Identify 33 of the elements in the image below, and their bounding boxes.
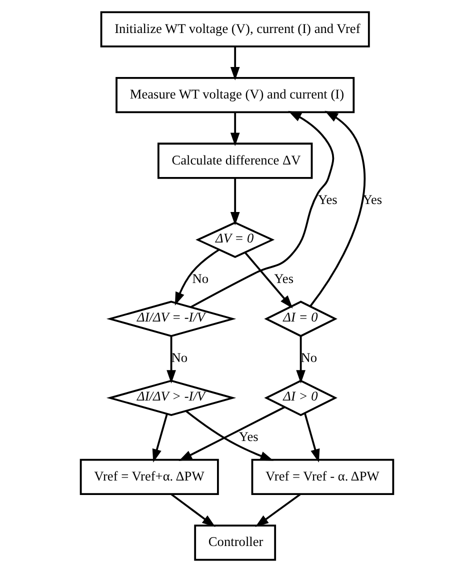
node-box: Measure WT voltage (V) and current (I)	[116, 76, 355, 114]
edge-label: Yes	[274, 270, 294, 286]
node-diamond: ΔV = 0	[196, 222, 275, 258]
node-diamond: ΔI/ΔV = -I/V	[106, 300, 236, 337]
arrow	[244, 252, 293, 309]
edge-label: No	[171, 350, 188, 365]
arrow	[178, 406, 286, 462]
arrow	[190, 110, 334, 308]
arrow	[170, 494, 216, 528]
arrow	[255, 494, 301, 528]
arrow	[174, 249, 220, 306]
arrow	[230, 112, 240, 146]
arrow	[185, 410, 274, 461]
node-diamond: ΔI/ΔV > -I/V	[106, 380, 236, 416]
arrow	[152, 414, 168, 462]
node-diamond: ΔI = 0	[264, 300, 338, 338]
node-box: Calculate difference ΔV	[157, 142, 313, 179]
node-box: Vref = Vref - α. ΔPW	[251, 458, 394, 496]
edge-label: Yes	[238, 428, 258, 444]
arrow	[230, 46, 240, 80]
arrow	[310, 110, 366, 307]
edge-label: Yes	[362, 192, 382, 207]
arrow	[304, 413, 320, 462]
arrow	[166, 336, 176, 384]
node-box: Controller	[194, 524, 276, 561]
arrow	[230, 178, 240, 226]
node-box: Initialize WT voltage (V), current (I) and Vref	[100, 11, 370, 48]
node-diamond: ΔI > 0	[264, 380, 338, 416]
arrow	[296, 336, 306, 384]
edge-label: Yes	[318, 192, 338, 207]
node-box: Vref = Vref+α. ΔPW	[80, 458, 219, 496]
edge-label: No	[192, 270, 209, 286]
edge-label: No	[300, 350, 318, 365]
